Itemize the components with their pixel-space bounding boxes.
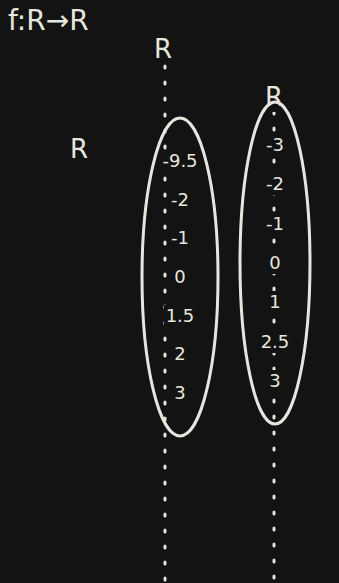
number-value: -2 xyxy=(169,189,191,211)
number-value: -9.5 xyxy=(160,150,199,172)
number-value: 1.5 xyxy=(164,305,197,327)
number-value: -2 xyxy=(264,173,286,195)
ellipse-outline xyxy=(142,118,218,436)
set-label: R xyxy=(70,134,88,164)
ellipse-outline xyxy=(240,102,310,424)
number-value: 1 xyxy=(267,291,282,313)
number-value: -1 xyxy=(169,227,191,249)
number-value: -1 xyxy=(264,213,286,235)
number-value: 2.5 xyxy=(259,331,292,353)
set-ellipse: -3 -2 -1 0 1 2.5 3 xyxy=(238,100,312,426)
number-value: -3 xyxy=(264,134,286,156)
number-value: 2 xyxy=(172,343,187,365)
number-value: 0 xyxy=(267,252,282,274)
set-ellipse: -9.5 -2 -1 0 1.5 2 3 xyxy=(140,116,220,438)
number-value: 3 xyxy=(172,382,187,404)
number-value: 0 xyxy=(172,266,187,288)
number-value: 3 xyxy=(267,370,282,392)
set-label: R xyxy=(154,34,172,64)
function-title: f:R→R xyxy=(8,4,89,37)
